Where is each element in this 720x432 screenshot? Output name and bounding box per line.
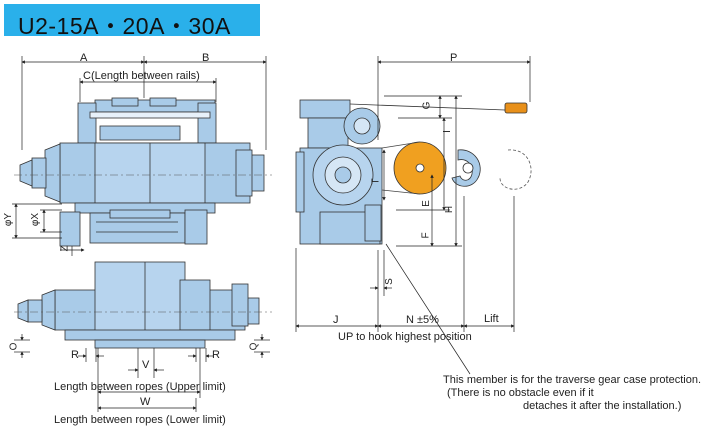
dim-g-label: G bbox=[421, 101, 433, 110]
up-to-hook-caption: UP to hook highest position bbox=[338, 331, 472, 343]
top-view-hoist bbox=[19, 97, 265, 247]
hook-block bbox=[381, 141, 481, 195]
dim-b-label: B bbox=[202, 52, 210, 64]
note-line-3: detaches it after the installation.) bbox=[523, 400, 682, 412]
dim-r-left-label: R bbox=[71, 349, 79, 361]
dim-j-label: J bbox=[333, 314, 339, 326]
title-bar: U2-15A・20A・30A bbox=[4, 4, 260, 39]
dim-w-label: W bbox=[140, 396, 151, 408]
page-title: U2-15A・20A・30A bbox=[18, 13, 231, 39]
note-line-2: (There is no obstacle even if it bbox=[447, 387, 594, 399]
side-view-hoist bbox=[295, 99, 383, 245]
dim-n-label: N ±5% bbox=[406, 314, 439, 326]
dim-c-caption: (Length between rails) bbox=[91, 70, 200, 82]
dim-h-label: H bbox=[444, 205, 456, 214]
dim-c-label: C bbox=[83, 70, 91, 82]
dim-phix-label: φX bbox=[30, 212, 42, 227]
dim-s-label: S bbox=[383, 278, 395, 285]
limit-rope-weight bbox=[349, 102, 528, 114]
dim-f-label: F bbox=[420, 232, 432, 239]
dim-a-label: A bbox=[80, 52, 88, 64]
note-line-1: This member is for the traverse gear cas… bbox=[443, 374, 701, 386]
ropes-lower-caption: Length between ropes (Lower limit) bbox=[54, 414, 226, 426]
ropes-upper-caption: Length between ropes (Upper limit) bbox=[54, 381, 226, 393]
dim-q-label: Q bbox=[248, 342, 260, 351]
dim-lift-label: Lift bbox=[484, 313, 499, 325]
dim-t-label: T bbox=[370, 178, 382, 185]
dim-p-label: P bbox=[450, 52, 458, 64]
dim-i-label: I bbox=[441, 130, 453, 133]
dim-e-label: E bbox=[420, 200, 432, 207]
dim-r-right-label: R bbox=[212, 349, 220, 361]
dim-o-label: O bbox=[8, 342, 20, 351]
dim-v-label: V bbox=[142, 359, 150, 371]
hook-lowest-outline bbox=[499, 149, 532, 190]
bottom-view-hoist bbox=[17, 261, 260, 349]
dim-z-label: Z bbox=[59, 245, 71, 252]
dim-phiy-label: φY bbox=[3, 212, 15, 227]
